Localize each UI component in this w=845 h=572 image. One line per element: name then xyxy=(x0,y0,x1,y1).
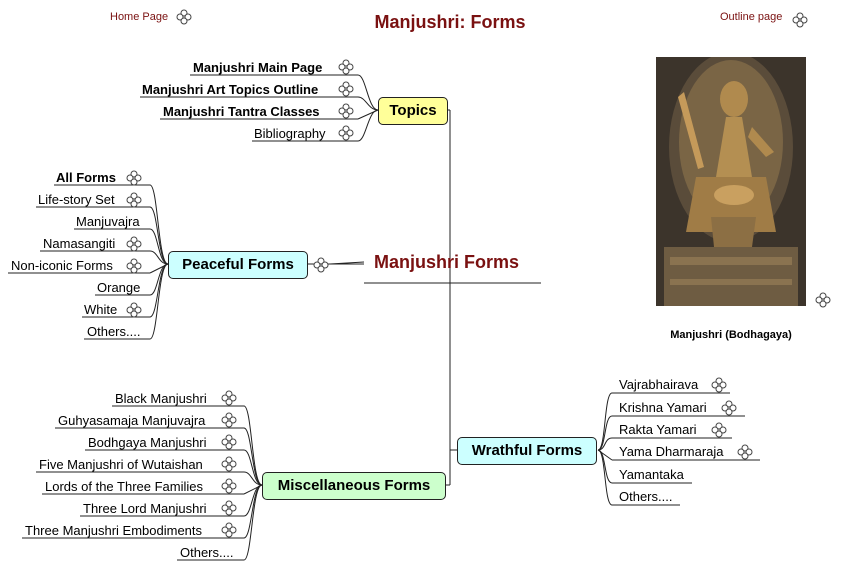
peaceful-item-others[interactable]: Others.... xyxy=(87,324,140,340)
hyperlink-icon[interactable] xyxy=(221,434,237,450)
hyperlink-icon[interactable] xyxy=(126,302,142,318)
peaceful-item-white[interactable]: White xyxy=(84,302,117,318)
hyperlink-icon[interactable] xyxy=(338,125,354,141)
hyperlink-icon[interactable] xyxy=(721,400,737,416)
hyperlink-icon[interactable] xyxy=(221,522,237,538)
topic-item-bibliography[interactable]: Bibliography xyxy=(254,126,326,142)
hyperlink-icon[interactable] xyxy=(313,257,329,273)
hyperlink-icon[interactable] xyxy=(126,258,142,274)
hyperlink-icon[interactable] xyxy=(815,292,831,308)
hyperlink-icon[interactable] xyxy=(126,192,142,208)
misc-item-five-manjushri-wutaishan[interactable]: Five Manjushri of Wutaishan xyxy=(39,457,203,473)
hyperlink-icon[interactable] xyxy=(338,59,354,75)
hyperlink-icon[interactable] xyxy=(711,422,727,438)
wrathful-item-rakta-yamari[interactable]: Rakta Yamari xyxy=(619,422,697,438)
hyperlink-icon[interactable] xyxy=(126,170,142,186)
wrathful-item-yama-dharmaraja[interactable]: Yama Dharmaraja xyxy=(619,444,724,460)
home-page-link[interactable]: Home Page xyxy=(110,11,168,23)
peaceful-forms-node[interactable]: Peaceful Forms xyxy=(168,251,308,279)
peaceful-item-orange[interactable]: Orange xyxy=(97,280,140,296)
hyperlink-icon[interactable] xyxy=(221,390,237,406)
peaceful-item-all-forms[interactable]: All Forms xyxy=(56,170,116,186)
manjushri-bodhagaya-photo xyxy=(656,57,806,306)
peaceful-item-non-iconic-forms[interactable]: Non-iconic Forms xyxy=(11,258,113,274)
outline-page-link[interactable]: Outline page xyxy=(720,11,782,23)
hyperlink-icon[interactable] xyxy=(221,412,237,428)
misc-item-bodhgaya-manjushri[interactable]: Bodhgaya Manjushri xyxy=(88,435,207,451)
misc-item-others[interactable]: Others.... xyxy=(180,545,233,561)
hyperlink-icon[interactable] xyxy=(711,377,727,393)
topics-node[interactable]: Topics xyxy=(378,97,448,125)
misc-item-three-lord-manjushri[interactable]: Three Lord Manjushri xyxy=(83,501,207,517)
hyperlink-icon[interactable] xyxy=(221,456,237,472)
peaceful-item-namasangiti[interactable]: Namasangiti xyxy=(43,236,115,252)
wrathful-item-vajrabhairava[interactable]: Vajrabhairava xyxy=(619,377,698,393)
central-topic: Manjushri Forms xyxy=(374,252,519,273)
wrathful-item-others[interactable]: Others.... xyxy=(619,489,672,505)
hyperlink-icon[interactable] xyxy=(338,103,354,119)
hyperlink-icon[interactable] xyxy=(737,444,753,460)
miscellaneous-forms-node[interactable]: Miscellaneous Forms xyxy=(262,472,446,500)
hyperlink-icon[interactable] xyxy=(221,478,237,494)
misc-item-black-manjushri[interactable]: Black Manjushri xyxy=(115,391,207,407)
hyperlink-icon[interactable] xyxy=(792,12,808,28)
peaceful-item-life-story-set[interactable]: Life-story Set xyxy=(38,192,115,208)
wrathful-item-krishna-yamari[interactable]: Krishna Yamari xyxy=(619,400,707,416)
hyperlink-icon[interactable] xyxy=(221,500,237,516)
photo-caption: Manjushri (Bodhagaya) xyxy=(638,329,824,341)
misc-item-three-manjushri-embodiments[interactable]: Three Manjushri Embodiments xyxy=(25,523,202,539)
hyperlink-icon[interactable] xyxy=(176,9,192,25)
hyperlink-icon[interactable] xyxy=(126,236,142,252)
wrathful-forms-node[interactable]: Wrathful Forms xyxy=(457,437,597,465)
topic-item-art-topics-outline[interactable]: Manjushri Art Topics Outline xyxy=(142,82,318,98)
misc-item-lords-three-families[interactable]: Lords of the Three Families xyxy=(45,479,203,495)
topic-item-tantra-classes[interactable]: Manjushri Tantra Classes xyxy=(163,104,320,120)
peaceful-item-manjuvajra[interactable]: Manjuvajra xyxy=(76,214,140,230)
hyperlink-icon[interactable] xyxy=(338,81,354,97)
wrathful-item-yamantaka[interactable]: Yamantaka xyxy=(619,467,684,483)
topic-item-main-page[interactable]: Manjushri Main Page xyxy=(193,60,322,76)
misc-item-guhyasamaja-manjuvajra[interactable]: Guhyasamaja Manjuvajra xyxy=(58,413,205,429)
